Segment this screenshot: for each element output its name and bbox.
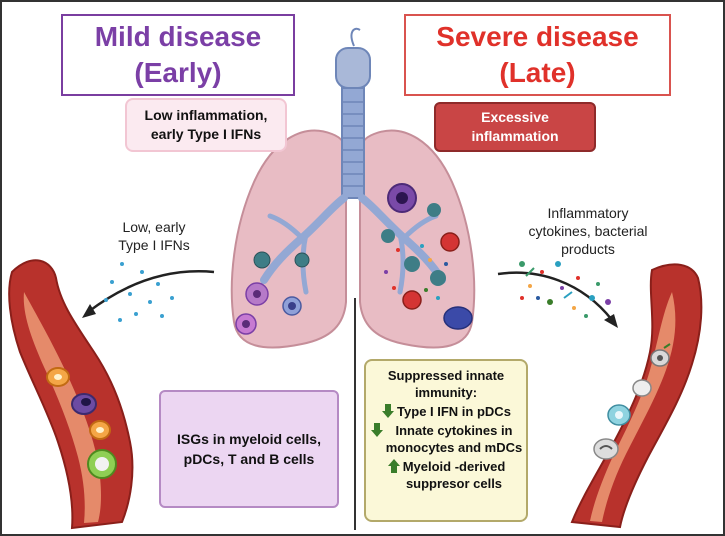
excessive-inflammation-line1: Excessive [481, 109, 549, 125]
isg-line1: ISGs in myeloid cells, [177, 431, 321, 447]
suppressed-item-2-line2: monocytes and mDCs [385, 440, 523, 455]
suppressed-title-line2: immunity: [414, 385, 478, 400]
down-arrow-icon [382, 404, 395, 418]
down-arrow-icon [370, 423, 383, 437]
suppressed-item-3-line1: Myeloid -derived [402, 459, 506, 474]
inflammatory-cytokines-text: Inflammatory cytokines, bacterial produc… [508, 204, 668, 258]
right-lung-cells [381, 183, 473, 330]
left-lung-cells [235, 251, 310, 335]
low-inflammation-line1: Low inflammation, [144, 107, 268, 123]
suppressed-item-1: Type I IFN in pDCs [366, 403, 526, 420]
left-ifn-arrow [82, 262, 215, 322]
severe-disease-title: Severe disease (Late) [404, 14, 671, 96]
isg-box: ISGs in myeloid cells, pDCs, T and B cel… [159, 390, 339, 508]
suppressed-title-line1: Suppressed innate [387, 368, 505, 383]
inflammatory-cytokines-line1: Inflammatory [547, 205, 629, 221]
low-early-ifn-text: Low, early Type I IFNs [94, 218, 214, 254]
low-inflammation-line2: early Type I IFNs [150, 126, 262, 142]
suppressed-item-2: Innate cytokines in monocytes and mDCs [366, 422, 526, 456]
inflammatory-cytokines-line3: products [561, 241, 615, 257]
center-divider [354, 298, 356, 530]
suppressed-item-3-line2: suppresor cells [405, 476, 503, 491]
suppressed-item-2-line1: Innate cytokines in [395, 423, 513, 438]
excessive-inflammation-label: Excessive inflammation [434, 102, 596, 152]
mild-title-line1: Mild disease [94, 21, 262, 52]
low-inflammation-label: Low inflammation, early Type I IFNs [125, 98, 287, 152]
trachea [260, 47, 446, 295]
up-arrow-icon [387, 459, 400, 473]
severe-title-line1: Severe disease [436, 21, 639, 52]
excessive-inflammation-line2: inflammation [471, 128, 559, 144]
left-blood-vessel [8, 259, 134, 530]
suppressed-item-3: Myeloid -derived suppresor cells [366, 458, 526, 492]
right-blood-vessel [570, 263, 703, 529]
mild-title-line2: (Early) [134, 57, 222, 88]
suppressed-immunity-box: Suppressed innate immunity: Type I IFN i… [364, 359, 528, 522]
mild-disease-title: Mild disease (Early) [61, 14, 295, 96]
suppressed-item-1-text: Type I IFN in pDCs [397, 404, 511, 419]
isg-line2: pDCs, T and B cells [183, 451, 315, 467]
right-cytokine-arrow [497, 261, 618, 328]
low-early-ifn-line2: Type I IFNs [118, 237, 190, 253]
low-early-ifn-line1: Low, early [122, 219, 186, 235]
severe-title-line2: (Late) [499, 57, 576, 88]
inflammatory-cytokines-line2: cytokines, bacterial [528, 223, 648, 239]
